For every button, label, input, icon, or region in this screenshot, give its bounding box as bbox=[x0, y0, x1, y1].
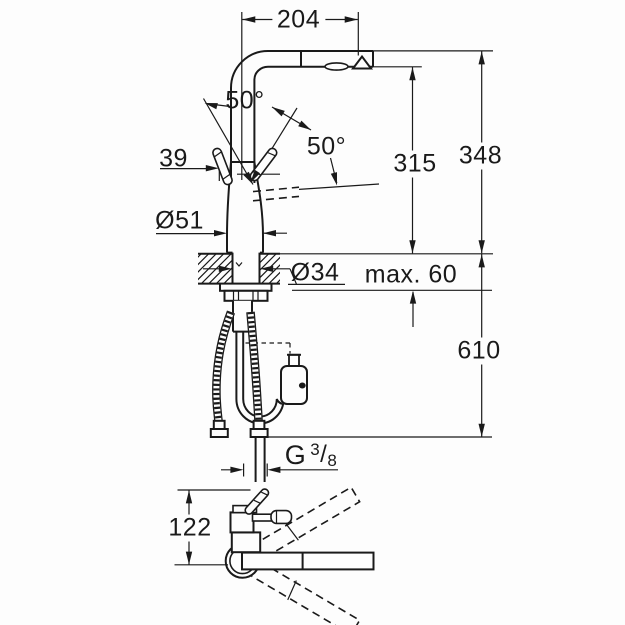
swivel-spout-upper-dashed bbox=[251, 486, 361, 562]
dim-lever-offset: 39 bbox=[159, 144, 188, 173]
dim-max-deck-thickness: max. 60 bbox=[364, 260, 458, 288]
dim-swivel-right: 50° bbox=[306, 132, 347, 161]
spray-head-details bbox=[324, 54, 373, 71]
dim-front-height: 122 bbox=[163, 514, 217, 541]
hoses-group bbox=[209, 310, 308, 482]
pullout-hose-leader bbox=[245, 342, 291, 354]
braided-hose-left bbox=[212, 310, 236, 422]
swivel-spout-solid bbox=[241, 551, 375, 571]
handle-lever-left bbox=[212, 147, 233, 186]
deck-mounting bbox=[198, 252, 280, 333]
countertop-hatch bbox=[198, 254, 280, 284]
hose-end-fittings bbox=[209, 419, 269, 438]
dim-below-deck-length: 610 bbox=[452, 337, 506, 364]
dim-hole-diameter: Ø34 bbox=[290, 258, 340, 286]
dimension-arrowheads bbox=[185, 16, 485, 565]
faucet-front-view bbox=[224, 486, 375, 625]
thread-prefix: G bbox=[284, 440, 307, 470]
braided-hose-right bbox=[246, 311, 263, 422]
connection-pipe bbox=[254, 437, 266, 482]
front-lever-knob bbox=[270, 509, 293, 525]
faucet-main-view bbox=[226, 50, 374, 284]
dim-swivel-left: 50° bbox=[225, 86, 265, 115]
dim-outlet-height: 315 bbox=[388, 150, 442, 178]
front-lever-raised bbox=[244, 488, 270, 515]
thread-numerator: 3 bbox=[310, 440, 321, 459]
dim-spout-reach: 204 bbox=[271, 6, 326, 34]
front-lever-shaft bbox=[251, 513, 274, 522]
hose-weight bbox=[280, 353, 308, 405]
dim-body-diameter: Ø51 bbox=[155, 206, 204, 235]
thread-slash: / bbox=[320, 441, 328, 468]
dim-total-height: 348 bbox=[453, 142, 508, 170]
swivel-spout-lower-dashed bbox=[251, 560, 361, 625]
dimension-lines bbox=[156, 12, 493, 566]
thread-denominator: 8 bbox=[327, 451, 338, 470]
